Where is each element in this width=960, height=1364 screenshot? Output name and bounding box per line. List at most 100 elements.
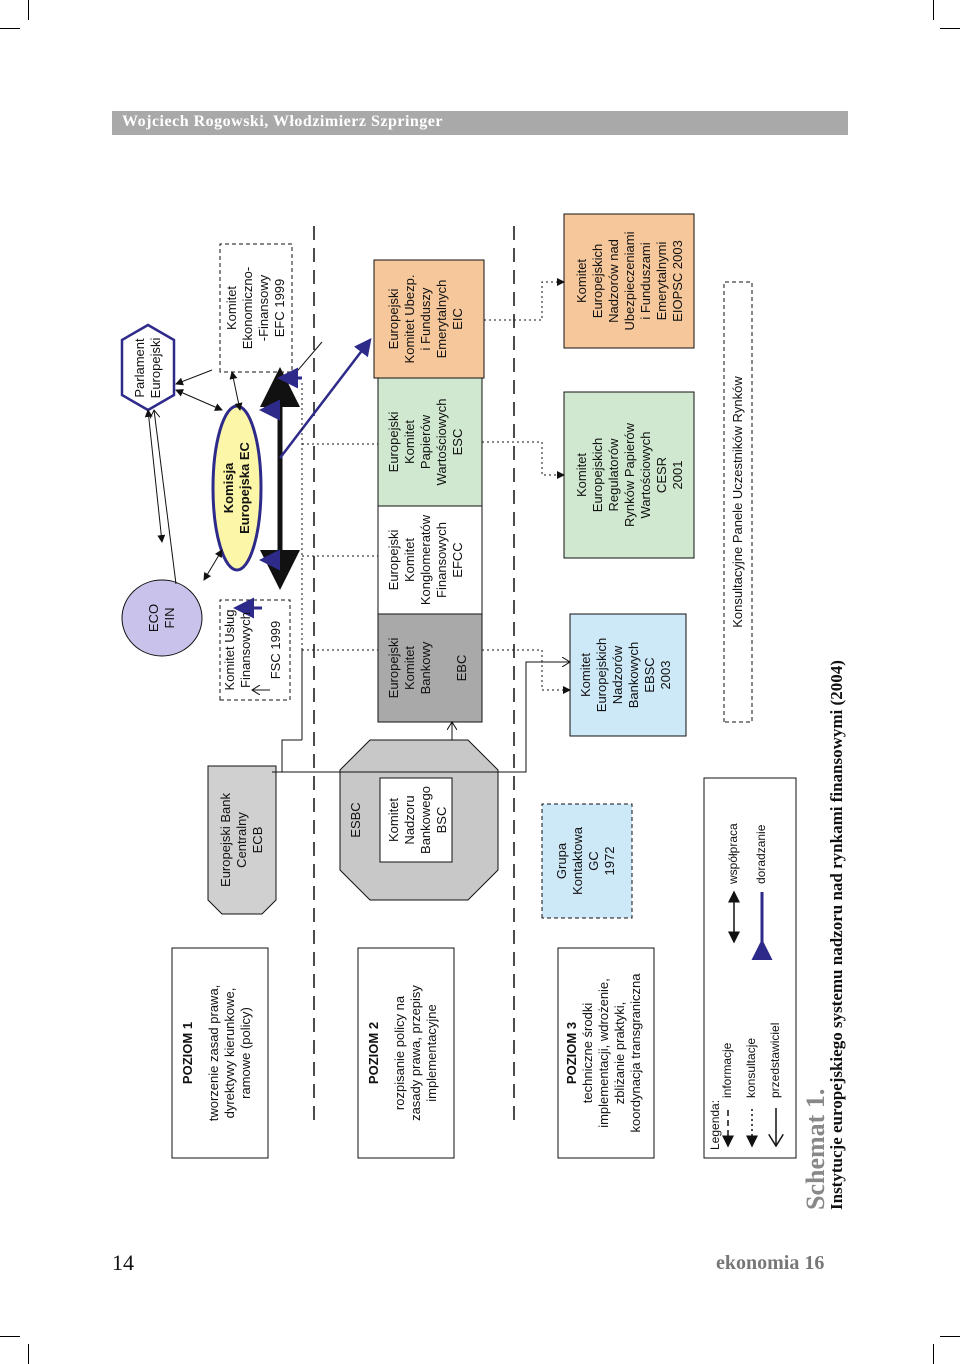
efcc-line-4: Finansowych	[433, 522, 449, 598]
efcc-line-5: EFCC	[449, 542, 465, 578]
ebc-line-1: Europejski	[385, 637, 401, 699]
panels-box	[723, 281, 753, 723]
fsc-box	[219, 599, 291, 701]
cesr-line-6: CESR	[653, 456, 669, 494]
page-number: 14	[112, 1250, 134, 1275]
fsc-line-1: Komitet Usług	[221, 609, 237, 691]
efc-line-1: Komitet	[223, 285, 239, 331]
level3-desc-3: zbliżanie praktyki,	[611, 1001, 627, 1105]
ecb-line-1: Europejski Bank	[217, 793, 233, 887]
ebsc-line-4: Bankowych	[625, 641, 641, 709]
crop-mark	[940, 1336, 960, 1337]
level1-title: POZIOM 1	[179, 1021, 195, 1085]
legend-box	[703, 777, 797, 1159]
arrow-ecofin-ec	[203, 549, 223, 581]
cesr-line-7: 2001	[669, 460, 685, 490]
level2-desc-2: zasady prawa, przepisy	[407, 985, 423, 1121]
eiopsc-line-7: EIOPSC 2003	[669, 240, 685, 322]
level3-desc-4: koordynacja transgraniczna	[627, 973, 643, 1133]
eic-box	[373, 259, 485, 379]
level1-box	[171, 947, 269, 1159]
legend-title: Legenda:	[708, 1099, 722, 1150]
esbc-label: ESBC	[347, 802, 363, 838]
ebsc-line-2: Europejskich	[593, 637, 609, 713]
fsc-line-3: FSC 1999	[267, 620, 283, 680]
bsc-line-3: Bankowego	[417, 786, 433, 854]
bsc-line-4: BSC	[433, 806, 449, 834]
level3-desc-1: techniczne środki	[579, 1002, 595, 1104]
diagram: POZIOM 1 tworzenie zasad prawa, dyrektyw…	[112, 120, 848, 1210]
header-bar	[112, 111, 848, 135]
gc-line-2: Kontaktowa	[569, 827, 585, 895]
diagram-shapes	[120, 213, 797, 1159]
caption-title: Instytucje europejskiego systemu nadzoru…	[827, 660, 846, 1210]
ebc-line-4: EBC	[453, 654, 469, 682]
level3-desc-2: implementacji, wdrożenie,	[595, 978, 611, 1128]
arrow-ecofin-parliament	[144, 409, 166, 543]
arrow-ec-parliament	[175, 389, 223, 411]
ebsc-box	[569, 613, 687, 737]
ec-line-2: Europejska EC	[236, 442, 252, 534]
ebsc-line-3: Nadzorów	[609, 645, 625, 705]
level2-desc-3: implementacyjne	[423, 1004, 439, 1102]
legend-wspolpraca: współpraca	[726, 823, 740, 884]
eiopsc-line-2: Europejskich	[589, 243, 605, 319]
arrow-efc-parliament	[175, 369, 213, 386]
efc-line-4: EFC 1999	[271, 278, 287, 338]
bsc-box	[379, 777, 453, 863]
efcc-line-2: Komitet	[401, 537, 417, 583]
legend-konsultacje: konsultacje	[744, 1037, 758, 1098]
header-authors: Wojciech Rogowski, Włodzimierz Szpringer	[122, 113, 443, 130]
crop-mark	[933, 0, 934, 20]
ec-line-1: Komisja	[220, 462, 236, 514]
fsc-line-2: Finansowych	[237, 612, 253, 688]
arrow-ecofin-parliament-2	[154, 410, 177, 585]
eiopsc-line-5: i Funduszami	[637, 242, 653, 320]
esc-line-5: ESC	[449, 428, 465, 456]
dotted-esc-cesr	[482, 441, 565, 479]
ebsc-line-5: EBSC	[641, 657, 657, 693]
eiopsc-line-4: Ubezpieczeniami	[621, 231, 637, 331]
crop-mark	[940, 28, 960, 29]
efc-box	[219, 243, 293, 373]
crop-mark	[28, 1344, 29, 1364]
bsc-line-2: Nadzoru	[401, 795, 417, 845]
eic-line-1: Europejski	[385, 288, 401, 350]
crop-mark	[0, 1336, 20, 1337]
ecb-line-3: ECB	[249, 826, 265, 854]
ecofin-line-2: FIN	[161, 607, 177, 629]
crop-mark	[28, 0, 29, 20]
cesr-line-1: Komitet	[573, 452, 589, 498]
efcc-line-3: Konglomeratów	[417, 514, 433, 606]
esc-line-2: Komitet	[401, 419, 417, 465]
esc-line-4: Wartościowych	[433, 398, 449, 486]
ebc-line-3: Bankowy	[417, 641, 433, 695]
legend-przedstawiciel: przedstawiciel	[768, 1022, 782, 1098]
level1-desc-2: dyrektywy kierunkowe,	[221, 987, 237, 1119]
eic-line-5: EIC	[449, 308, 465, 330]
esc-line-3: Papierów	[417, 414, 433, 470]
arrow-ec-efc	[229, 371, 243, 411]
line-ecb-ebsc	[276, 662, 570, 773]
ebc-line-2: Komitet	[401, 645, 417, 691]
efcc-line-1: Europejski	[385, 529, 401, 591]
eiopsc-line-1: Komitet	[573, 258, 589, 304]
cesr-line-3: Regulatorów	[605, 438, 621, 512]
ecofin-line-1: ECO	[145, 603, 161, 633]
eiopsc-line-6: Emerytalnymi	[653, 241, 669, 321]
parliament-line-1: Parlament	[131, 338, 147, 398]
esc-line-1: Europejski	[385, 411, 401, 473]
gc-box	[541, 803, 633, 919]
level1-desc-1: tworzenie zasad prawa,	[205, 984, 221, 1122]
parliament-line-2: Europejski	[147, 337, 163, 399]
cesr-line-4: Rynków Papierów	[621, 422, 637, 528]
ebsc-line-1: Komitet	[577, 652, 593, 698]
bsc-line-1: Komitet	[385, 797, 401, 843]
eic-line-2: Komitet Ubezp.	[401, 274, 417, 364]
legend-doradzanie: doradzanie	[754, 824, 768, 884]
cesr-line-5: Wartościowych	[637, 431, 653, 519]
level2-box	[357, 947, 455, 1159]
eic-line-4: Emerytalnych	[433, 279, 449, 359]
level3-title: POZIOM 3	[563, 1021, 579, 1085]
gc-line-4: 1972	[601, 846, 617, 876]
